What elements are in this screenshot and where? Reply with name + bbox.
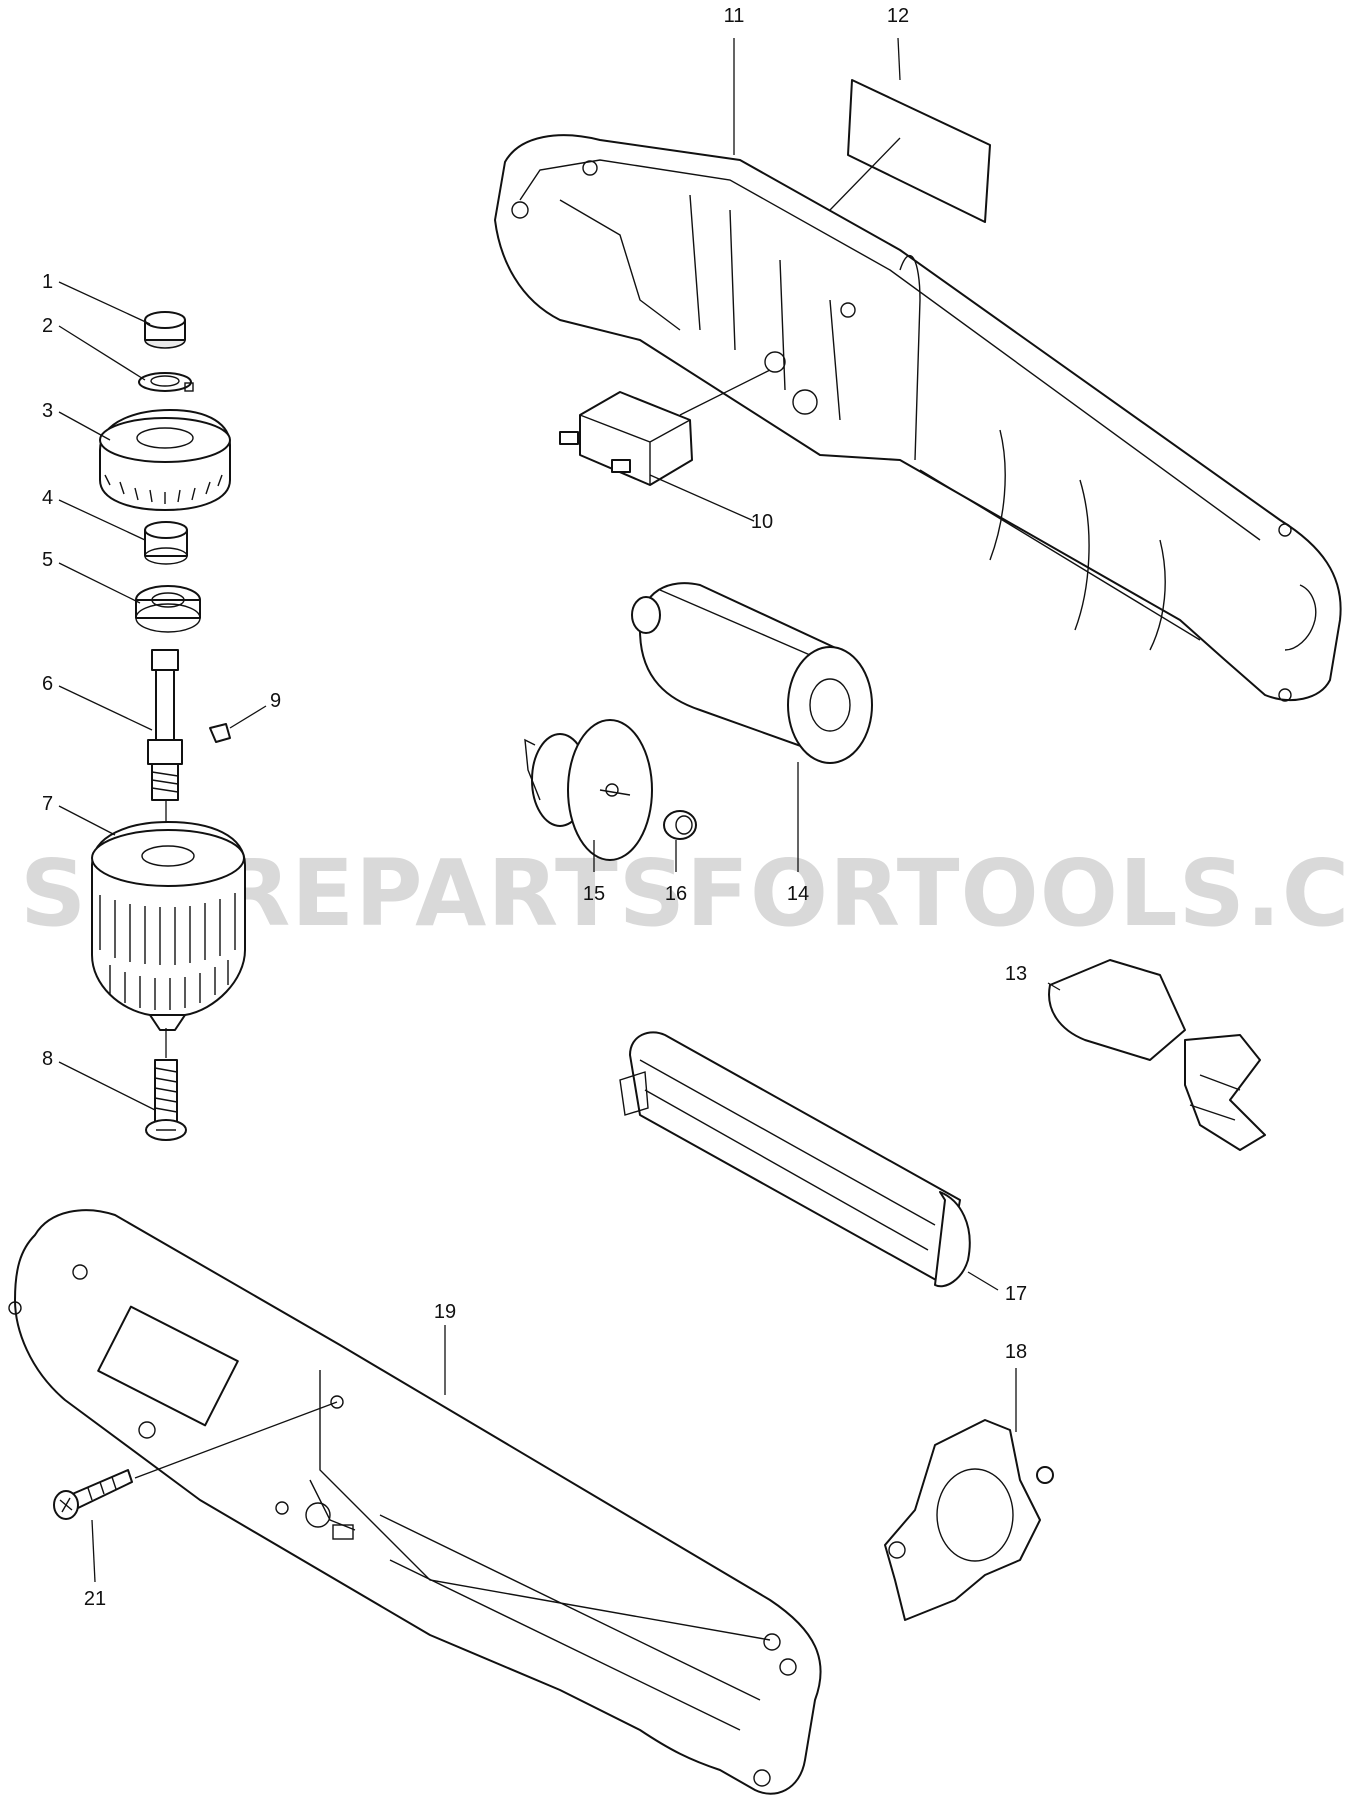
callout-10: 10 (751, 511, 773, 533)
callout-19: 19 (434, 1301, 456, 1323)
part-17-battery (619, 1031, 971, 1288)
part-16-bushing (663, 810, 697, 840)
part-18-bracket (884, 1419, 1054, 1621)
callout-3: 3 (42, 400, 53, 422)
callout-17: 17 (1005, 1283, 1027, 1305)
part-1-bushing (144, 311, 186, 349)
callout-18: 18 (1005, 1341, 1027, 1363)
callout-1: 1 (42, 271, 53, 293)
part-3-gear (99, 409, 231, 511)
callout-2: 2 (42, 315, 53, 337)
callout-15: 15 (583, 883, 605, 905)
callout-6: 6 (42, 673, 53, 695)
part-2-snap-ring (138, 372, 194, 392)
callout-labels: 1 2 3 4 5 6 7 8 9 10 11 12 13 14 15 16 1… (42, 5, 1027, 1610)
callout-4: 4 (42, 487, 53, 509)
part-8-screw (145, 1059, 187, 1141)
part-5-bearing (135, 585, 201, 633)
callout-8: 8 (42, 1048, 53, 1070)
part-10-switch (559, 391, 693, 486)
part-19-housing (8, 1209, 822, 1795)
part-15-armature-gear (524, 719, 653, 861)
callout-5: 5 (42, 549, 53, 571)
part-11-housing (494, 134, 1342, 702)
part-21-screw (53, 1469, 133, 1520)
part-9-key (209, 723, 231, 743)
part-7-chuck (91, 821, 246, 1031)
part-13-terminal (1048, 959, 1266, 1151)
part-14-motor (631, 582, 873, 764)
callout-7: 7 (42, 793, 53, 815)
callout-16: 16 (665, 883, 687, 905)
callout-9: 9 (270, 690, 281, 712)
callout-21: 21 (84, 1588, 106, 1610)
callout-14: 14 (787, 883, 809, 905)
part-4-bushing (144, 521, 188, 565)
part-12-label-plate (847, 79, 991, 223)
callout-12: 12 (887, 5, 909, 27)
callout-11: 11 (724, 5, 745, 27)
callout-13: 13 (1005, 963, 1027, 985)
part-6-spindle (147, 649, 183, 801)
